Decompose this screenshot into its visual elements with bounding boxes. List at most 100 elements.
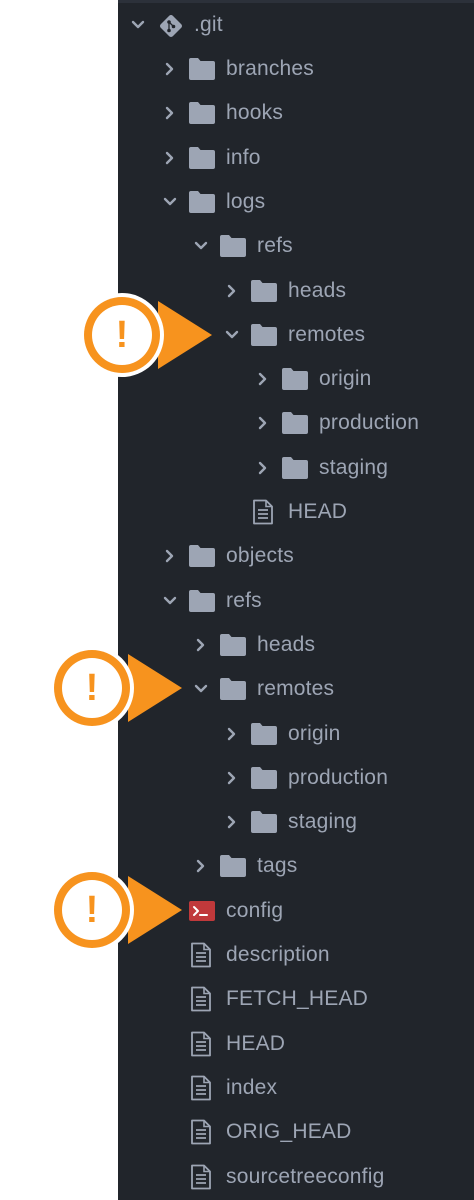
folder-icon	[250, 313, 280, 357]
tree-item-label: info	[226, 145, 261, 169]
tree-folder-info[interactable]: info	[118, 136, 474, 180]
folder-icon	[188, 534, 218, 578]
tree-folder-heads[interactable]: heads	[118, 269, 474, 313]
tree-folder-remotes[interactable]: remotes	[118, 667, 474, 711]
chevron-right-icon[interactable]	[224, 712, 240, 756]
tree-folder-branches[interactable]: branches	[118, 47, 474, 91]
file-text-icon	[190, 1066, 214, 1110]
chevron-right-icon[interactable]	[255, 357, 271, 401]
tree-item-label: origin	[288, 721, 341, 745]
chevron-down-icon[interactable]	[193, 667, 209, 711]
tree-item-label: description	[226, 943, 330, 966]
tree-item-label: production	[319, 411, 420, 435]
panel-top-divider	[118, 0, 474, 3]
tree-item-label: production	[288, 765, 389, 789]
folder-icon	[219, 623, 249, 667]
chevron-right-icon[interactable]	[162, 91, 178, 135]
tree-folder-production[interactable]: production	[118, 401, 474, 445]
tree-item-label: logs	[226, 189, 266, 213]
folder-icon	[281, 446, 311, 490]
chevron-right-icon[interactable]	[193, 623, 209, 667]
chevron-right-icon[interactable]	[162, 47, 178, 91]
tree-item-label: ORIG_HEAD	[226, 1120, 352, 1144]
folder-icon	[188, 136, 218, 180]
folder-icon	[250, 712, 280, 756]
tree-item-label: objects	[226, 544, 294, 568]
folder-icon	[281, 357, 311, 401]
folder-icon	[188, 180, 218, 224]
chevron-right-icon[interactable]	[255, 401, 271, 445]
chevron-right-icon[interactable]	[255, 446, 271, 490]
tree-file-orig-head[interactable]: ORIG_HEAD	[118, 1110, 474, 1154]
chevron-down-icon[interactable]	[224, 313, 240, 357]
chevron-down-icon[interactable]	[130, 3, 146, 47]
folder-icon	[250, 800, 280, 844]
tree-file-head[interactable]: HEAD	[118, 490, 474, 534]
tree-item-label: .git	[194, 13, 223, 36]
tree-item-label: heads	[257, 632, 316, 656]
file-text-icon	[190, 1110, 214, 1154]
tree-file-fetch-head[interactable]: FETCH_HEAD	[118, 977, 474, 1021]
tree-folder-origin[interactable]: origin	[118, 712, 474, 756]
chevron-right-icon[interactable]	[162, 534, 178, 578]
folder-icon	[219, 844, 249, 888]
tree-file-config[interactable]: config	[118, 889, 474, 933]
tree-item-label: origin	[319, 367, 372, 391]
tree-item-label: index	[226, 1075, 278, 1099]
tree-file-sourcetreeconfig[interactable]: sourcetreeconfig	[118, 1155, 474, 1199]
chevron-right-icon[interactable]	[224, 756, 240, 800]
chevron-down-icon[interactable]	[162, 579, 178, 623]
chevron-right-icon[interactable]	[193, 844, 209, 888]
tree-item-label: tags	[257, 854, 298, 878]
tree-item-label: heads	[288, 278, 347, 302]
callout-remotes-refs: !	[40, 642, 190, 732]
callout-config: !	[40, 864, 190, 954]
tree-folder-origin[interactable]: origin	[118, 357, 474, 401]
chevron-right-icon[interactable]	[224, 269, 240, 313]
tree-item-label: HEAD	[226, 1031, 286, 1055]
tree-folder-staging[interactable]: staging	[118, 800, 474, 844]
tree-folder-tags[interactable]: tags	[118, 844, 474, 888]
folder-icon	[219, 224, 249, 268]
file-text-icon	[252, 490, 276, 534]
git-repo-icon	[158, 3, 186, 47]
exclamation-icon: !	[85, 667, 99, 709]
tree-folder-refs[interactable]: refs	[118, 579, 474, 623]
tree-root-git[interactable]: .git	[118, 3, 474, 47]
exclamation-icon: !	[115, 314, 129, 356]
chevron-right-icon[interactable]	[224, 800, 240, 844]
tree-item-label: refs	[226, 588, 262, 612]
tree-item-label: remotes	[257, 677, 335, 701]
tree-folder-production[interactable]: production	[118, 756, 474, 800]
folder-icon	[188, 91, 218, 135]
tree-folder-hooks[interactable]: hooks	[118, 91, 474, 135]
tree-item-label: refs	[257, 234, 293, 258]
file-text-icon	[190, 1022, 214, 1066]
terminal-file-icon	[188, 889, 216, 933]
folder-icon	[188, 579, 218, 623]
tree-file-head[interactable]: HEAD	[118, 1022, 474, 1066]
chevron-down-icon[interactable]	[193, 224, 209, 268]
tree-folder-refs[interactable]: refs	[118, 224, 474, 268]
tree-item-label: config	[226, 898, 284, 922]
tree-file-description[interactable]: description	[118, 933, 474, 977]
tree-folder-staging[interactable]: staging	[118, 446, 474, 490]
file-tree-panel: .git branches hooks info logs refs heads remot…	[118, 0, 474, 1200]
tree-item-label: staging	[319, 455, 389, 479]
tree-folder-heads[interactable]: heads	[118, 623, 474, 667]
tree-file-index[interactable]: index	[118, 1066, 474, 1110]
tree-folder-objects[interactable]: objects	[118, 534, 474, 578]
tree-item-label: FETCH_HEAD	[226, 987, 369, 1011]
callout-remotes-logs: !	[70, 289, 220, 379]
tree-folder-logs[interactable]: logs	[118, 180, 474, 224]
folder-icon	[250, 756, 280, 800]
tree-item-label: staging	[288, 810, 358, 834]
chevron-right-icon[interactable]	[162, 136, 178, 180]
exclamation-icon: !	[85, 889, 99, 931]
folder-icon	[219, 667, 249, 711]
tree-folder-remotes[interactable]: remotes	[118, 313, 474, 357]
chevron-down-icon[interactable]	[162, 180, 178, 224]
file-text-icon	[190, 1155, 214, 1199]
tree-item-label: HEAD	[288, 500, 348, 523]
tree-item-label: hooks	[226, 101, 284, 125]
